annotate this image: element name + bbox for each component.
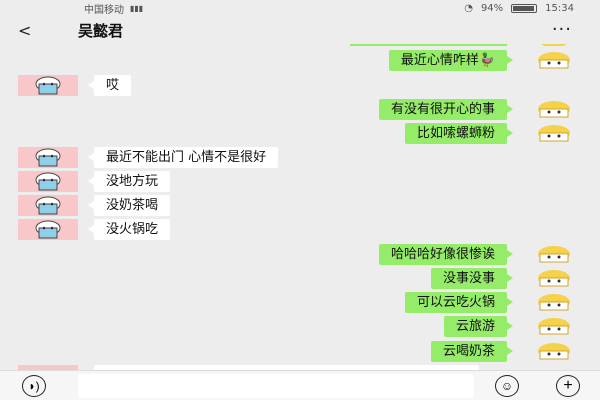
- avatar-self[interactable]: [528, 244, 580, 265]
- avatar-contact[interactable]: [18, 365, 78, 370]
- avatar-self[interactable]: [528, 99, 580, 120]
- battery-percent: 94%: [480, 2, 504, 14]
- avatar-cartoon-icon: [35, 76, 61, 94]
- avatar-cartoon-icon: [538, 51, 570, 68]
- clock: 15:34: [545, 2, 574, 14]
- message-bubble-out[interactable]: 云旅游: [443, 316, 514, 337]
- message-bubble-out[interactable]: 可以云吃火锅: [404, 292, 514, 313]
- avatar-cartoon-icon: [35, 196, 61, 214]
- plus-icon[interactable]: +: [556, 375, 580, 397]
- avatar-cartoon-icon: [35, 220, 61, 238]
- status-right: ◔ 94% 15:34: [464, 3, 574, 14]
- signal-icon: ▮▮▮: [130, 3, 144, 13]
- carrier-label: 中国移动: [84, 4, 124, 16]
- avatar-contact[interactable]: [18, 75, 78, 96]
- message-bubble-out[interactable]: 云喝奶茶: [430, 341, 514, 362]
- chat-title: 吴懿君: [78, 21, 124, 40]
- message-bubble-in[interactable]: 没火锅吃: [87, 219, 171, 240]
- clipped-avatar: [540, 44, 568, 46]
- avatar-contact[interactable]: [18, 147, 78, 168]
- avatar-cartoon-icon: [538, 342, 570, 359]
- message-bubble-out[interactable]: 最近心情咋样🦆: [388, 50, 514, 71]
- avatar-cartoon-icon: [538, 293, 570, 310]
- avatar-cartoon-icon: [538, 100, 570, 117]
- avatar-self[interactable]: [528, 268, 580, 289]
- message-list[interactable]: 最近心情咋样🦆 哎 有没有很开心的事 比如嗦螺蛳粉: [0, 44, 600, 370]
- back-icon[interactable]: <: [18, 20, 32, 40]
- status-bar: 中国移动 ▮▮▮ ◔ 94% 15:34: [0, 0, 600, 16]
- avatar-cartoon-icon: [538, 269, 570, 286]
- message-bubble-in[interactable]: 哎: [87, 75, 132, 96]
- message-bubble-in-clipped[interactable]: [94, 365, 479, 370]
- clipped-message-bubble: [350, 44, 507, 46]
- battery-icon: [511, 3, 538, 13]
- avatar-self[interactable]: [528, 341, 580, 362]
- message-bubble-in[interactable]: 没地方玩: [87, 171, 171, 192]
- message-bubble-out[interactable]: 没事没事: [430, 268, 514, 289]
- chat-header: < 吴懿君 ···: [0, 16, 600, 44]
- avatar-self[interactable]: [528, 123, 580, 144]
- message-bubble-in[interactable]: 最近不能出门 心情不是很好: [87, 147, 279, 168]
- message-bubble-out[interactable]: 比如嗦螺蛳粉: [404, 123, 514, 144]
- avatar-self[interactable]: [528, 50, 580, 71]
- avatar-contact[interactable]: [18, 171, 78, 192]
- voice-icon[interactable]: ◗): [22, 375, 46, 397]
- avatar-cartoon-icon: [35, 148, 61, 166]
- avatar-cartoon-icon: [538, 317, 570, 334]
- message-bubble-out[interactable]: 哈哈哈好像很惨诶: [378, 244, 514, 265]
- message-input[interactable]: [78, 374, 474, 398]
- avatar-self[interactable]: [528, 292, 580, 313]
- avatar-self[interactable]: [528, 316, 580, 337]
- message-bubble-out[interactable]: 有没有很开心的事: [378, 99, 514, 120]
- more-icon[interactable]: ···: [551, 19, 572, 40]
- avatar-cartoon-icon: [538, 245, 570, 262]
- avatar-cartoon-icon: [538, 124, 570, 141]
- avatar-cartoon-icon: [35, 172, 61, 190]
- status-left: 中国移动 ▮▮▮: [84, 1, 143, 16]
- avatar-contact[interactable]: [18, 219, 78, 240]
- emoji-icon[interactable]: ☺: [495, 375, 519, 397]
- message-bubble-in[interactable]: 没奶茶喝: [87, 195, 171, 216]
- input-bar: ◗) ☺ +: [0, 370, 600, 400]
- avatar-contact[interactable]: [18, 195, 78, 216]
- wifi-icon: ◔: [464, 2, 473, 14]
